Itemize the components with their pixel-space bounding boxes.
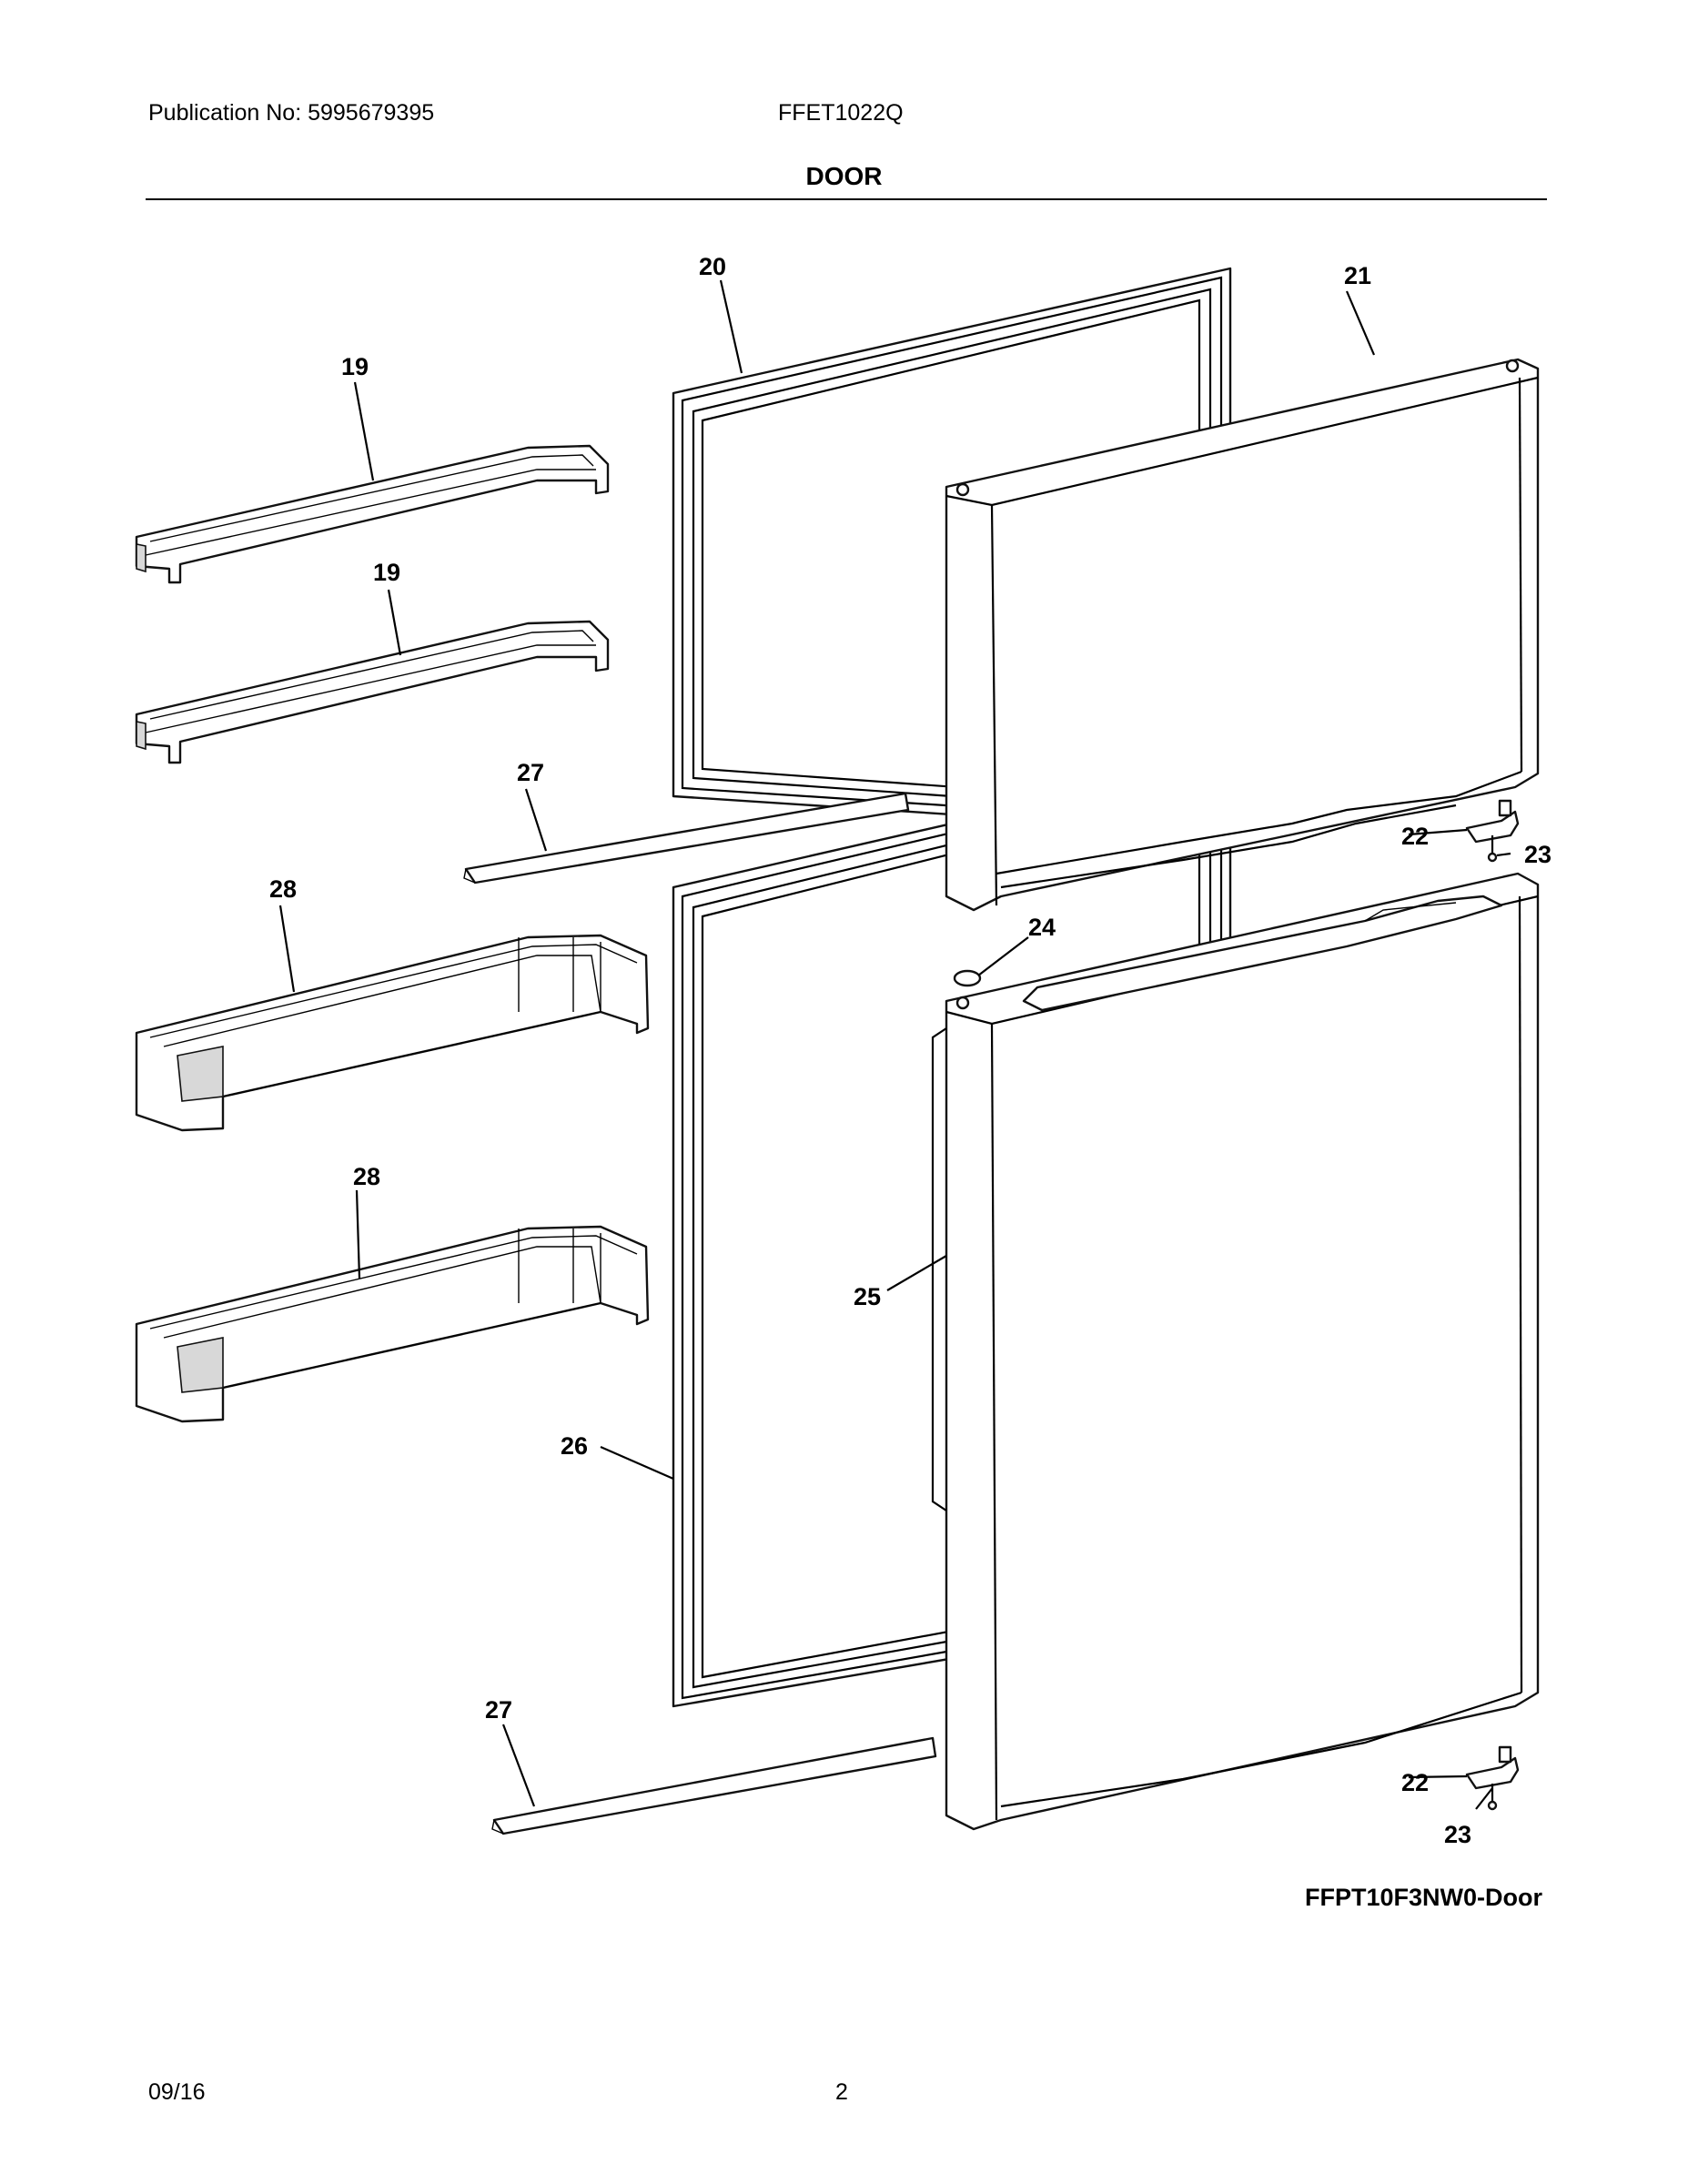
shelf-bar-upper [135,444,610,584]
callout-23-upper: 23 [1524,841,1552,868]
model-number: FFET1022Q [778,100,904,126]
publication-number: Publication No: 5995679395 [148,100,435,126]
hinge-screw-upper [1487,835,1498,863]
callout-19-lower: 19 [373,559,400,586]
callout-27-lower: 27 [485,1696,512,1724]
hinge-lower [1465,1745,1520,1790]
hinge-upper [1465,799,1520,844]
callout-27-upper: 27 [517,759,544,786]
shelf-bar-lower [135,620,610,764]
callout-19-upper: 19 [341,353,369,380]
door-bin-upper [135,934,650,1132]
hinge-screw-lower [1487,1784,1498,1811]
callout-21: 21 [1344,262,1371,289]
page-number: 2 [835,2079,848,2105]
callout-24: 24 [1028,914,1056,941]
header-rule [146,198,1547,200]
callout-28-lower: 28 [353,1163,380,1190]
leader-lines [278,279,1511,1810]
callout-23-lower: 23 [1444,1821,1471,1848]
callout-22-upper: 22 [1401,823,1429,850]
hinge-cap [953,969,982,987]
fresh-food-door [931,872,1540,1831]
callout-22-lower: 22 [1401,1769,1429,1796]
gasket-strip-lower [491,1736,937,1835]
callout-28-upper: 28 [269,875,297,903]
gasket-strip-upper [463,792,910,885]
figure-id: FFPT10F3NW0-Door [1304,1884,1542,1911]
section-title: DOOR [805,162,883,190]
footer-date: 09/16 [148,2079,206,2105]
door-bin-lower [135,1225,650,1423]
callout-25: 25 [854,1283,881,1310]
callout-26: 26 [561,1432,588,1460]
callout-20: 20 [699,253,726,280]
freezer-door [945,358,1540,912]
